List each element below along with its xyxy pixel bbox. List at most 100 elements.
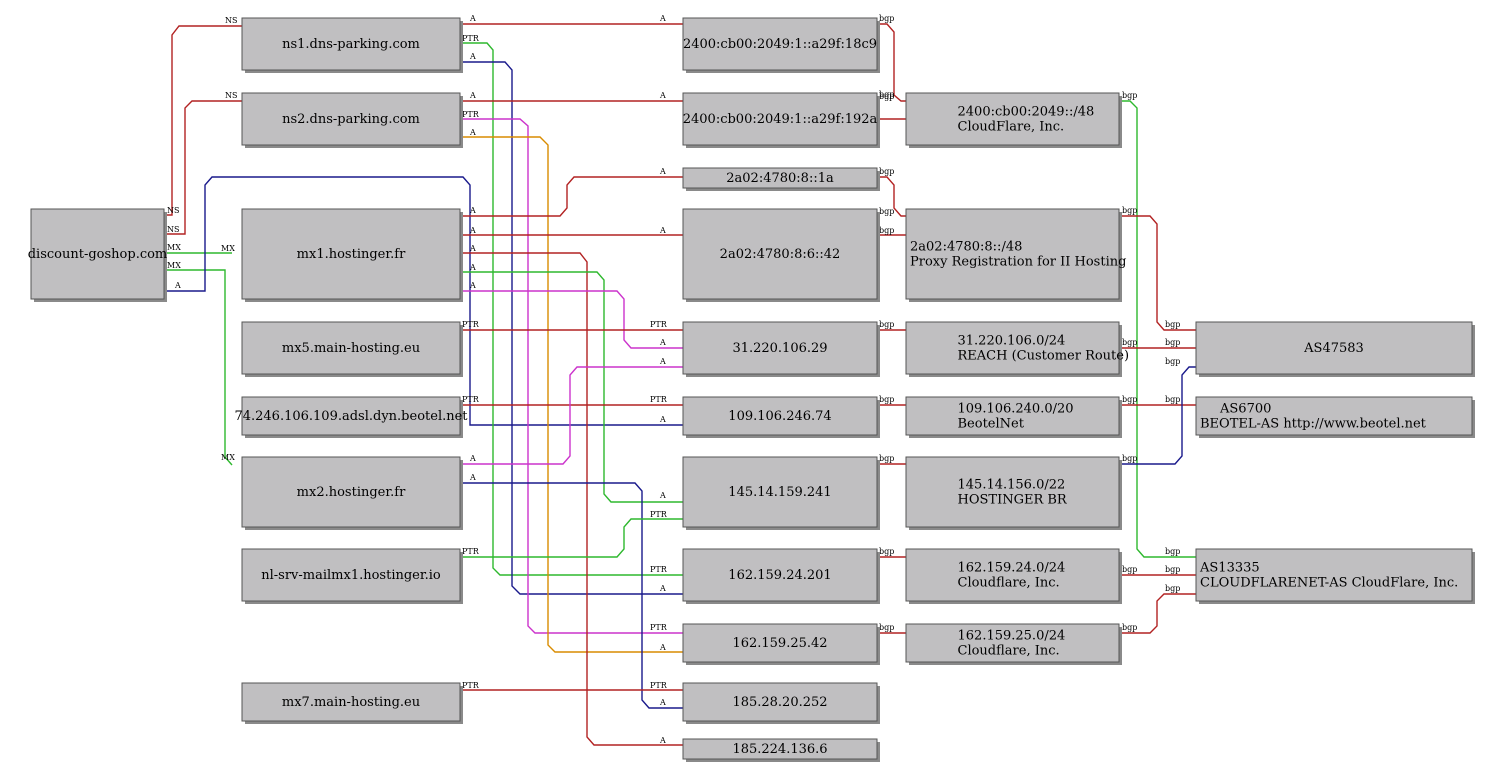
node-box (682, 167, 878, 189)
edge-label-target: A (659, 698, 666, 707)
edge-ns2-to-ip162b: AA (460, 128, 683, 653)
node-box (682, 17, 878, 71)
node-box (905, 456, 1120, 528)
edge-ip162b-to-net16225: bgp (877, 623, 906, 634)
node-ip162b[interactable]: 162.159.25.42 (682, 623, 880, 665)
edge-ip109-to-net109: bgp (877, 395, 906, 406)
node-ip162a[interactable]: 162.159.24.201 (682, 548, 880, 604)
edge-label: A (469, 52, 476, 61)
node-box (682, 92, 878, 146)
node-beotel[interactable]: 74.246.106.109.adsl.dyn.beotel.net (234, 396, 468, 438)
node-mx2[interactable]: mx2.hostinger.fr (241, 456, 463, 530)
edge-label-target: PTR (650, 681, 668, 690)
edge-line (460, 61, 683, 595)
node-ip6b[interactable]: 2400:cb00:2049:1::a29f:192a (682, 92, 880, 148)
edge-label: bgp (879, 395, 894, 404)
node-label: mx7.main-hosting.eu (282, 695, 420, 710)
edge-label-target: PTR (650, 623, 668, 632)
edge-line (165, 176, 683, 426)
edge-label: PTR (462, 110, 480, 119)
node-ip6d[interactable]: 2a02:4780:8:6::42 (682, 208, 880, 302)
edge-line (460, 271, 683, 503)
edge-label: A (469, 91, 476, 100)
node-ip185a[interactable]: 185.28.20.252 (682, 682, 880, 724)
edge-mx1-to-ip6c: AA (460, 167, 683, 217)
node-ip6c[interactable]: 2a02:4780:8::1a (682, 167, 880, 191)
edge-label: A (174, 281, 181, 290)
edge-label-target: bgp (1165, 584, 1180, 593)
node-label-line-1: 145.14.156.0/22 (958, 478, 1066, 493)
node-ip6a[interactable]: 2400:cb00:2049:1::a29f:18c9 (682, 17, 880, 73)
node-discount[interactable]: discount-goshop.com (28, 208, 168, 302)
edge-line (460, 290, 683, 349)
node-mx7[interactable]: mx7.main-hosting.eu (241, 682, 463, 724)
node-label: 145.14.159.241 (728, 485, 831, 500)
node-label-line-1: 162.159.24.0/24 (958, 561, 1066, 576)
node-label-line-2: BEOTEL-AS http://www.beotel.net (1200, 417, 1427, 432)
edge-line (1119, 100, 1196, 558)
node-label: nl-srv-mailmx1.hostinger.io (261, 568, 441, 583)
node-ip145[interactable]: 145.14.159.241 (682, 456, 880, 530)
node-label-line-2: REACH (Customer Route) (958, 349, 1130, 364)
edge-ns2-to-ip162b: PTR PTR (460, 110, 683, 634)
edge-label: A (469, 14, 476, 23)
node-box (682, 208, 878, 300)
edge-label: A (469, 473, 476, 482)
node-label-line-1: 109.106.240.0/20 (958, 402, 1074, 417)
node-as47583[interactable]: AS47583 (1195, 321, 1475, 377)
edge-label-target: A (659, 357, 666, 366)
node-label: 162.159.24.201 (728, 568, 831, 583)
edge-label-target: A (659, 338, 666, 347)
edge-label: NS (167, 225, 179, 234)
edge-label-target: A (659, 736, 666, 745)
node-ip31[interactable]: 31.220.106.29 (682, 321, 880, 377)
node-box (1195, 321, 1473, 375)
node-label-line-2: Proxy Registration for II Hosting (910, 255, 1126, 270)
node-box (682, 321, 878, 375)
node-box (682, 682, 878, 722)
edge-mx2-to-ip185a: AA (460, 473, 683, 709)
edge-ip145-to-net145: bgp (877, 454, 906, 465)
node-label: 74.246.106.109.adsl.dyn.beotel.net (234, 409, 468, 424)
edge-label: bgp (879, 547, 894, 556)
edge-label: bgp (879, 226, 894, 235)
node-label: 2400:cb00:2049:1::a29f:192a (683, 112, 878, 127)
edge-label-target: MX (221, 453, 235, 462)
edge-label: bgp (1122, 454, 1137, 463)
node-ns2[interactable]: ns2.dns-parking.com (241, 92, 463, 148)
node-ip109[interactable]: 109.106.246.74 (682, 396, 880, 438)
node-label: 2a02:4780:8::1a (726, 171, 834, 186)
edge-label-target: bgp (1165, 395, 1180, 404)
node-label-line-1: 31.220.106.0/24 (958, 334, 1066, 349)
node-label-line-2: BeotelNet (958, 417, 1025, 432)
edge-label-target: bgp (1165, 320, 1180, 329)
edge-label: bgp (1122, 395, 1137, 404)
edge-line (877, 176, 906, 217)
node-nlsrv[interactable]: nl-srv-mailmx1.hostinger.io (241, 548, 463, 604)
node-ip185b[interactable]: 185.224.136.6 (682, 738, 880, 762)
node-mx5[interactable]: mx5.main-hosting.eu (241, 321, 463, 377)
edge-label: PTR (462, 320, 480, 329)
node-label: mx2.hostinger.fr (297, 485, 406, 500)
node-label-line-2: HOSTINGER BR (958, 493, 1068, 508)
node-box (905, 548, 1120, 602)
node-mx1[interactable]: mx1.hostinger.fr (241, 208, 463, 302)
node-ns1[interactable]: ns1.dns-parking.com (241, 17, 463, 73)
edge-label: A (469, 226, 476, 235)
node-box (682, 623, 878, 663)
edge-label: bgp (1122, 91, 1137, 100)
